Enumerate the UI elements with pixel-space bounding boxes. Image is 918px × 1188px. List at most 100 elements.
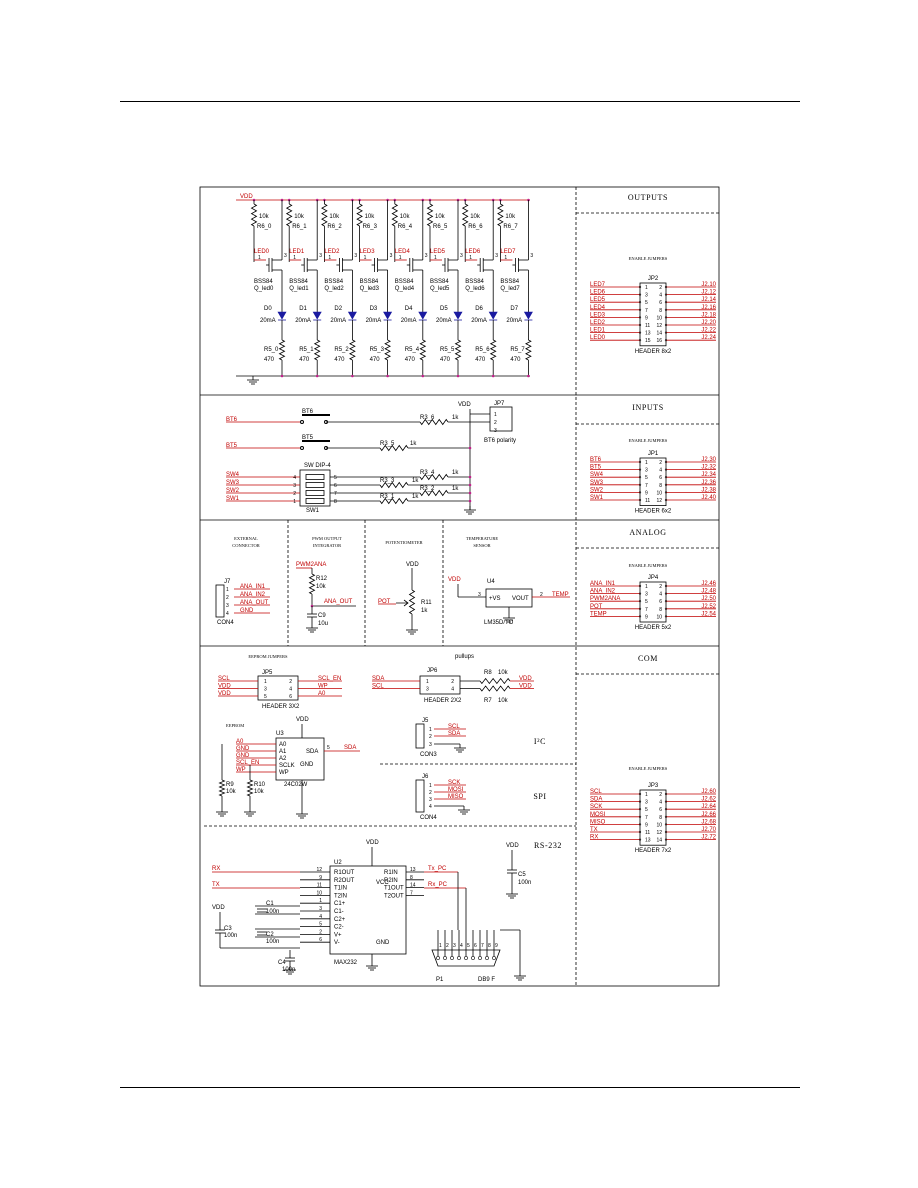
pin-number: 3 xyxy=(460,253,463,259)
led-ref: D1 xyxy=(299,306,307,312)
u2-pin: T1IN xyxy=(334,886,347,892)
pin-number: 1 xyxy=(226,587,229,593)
pin-number: 1 xyxy=(494,412,497,418)
series-resistor xyxy=(349,339,356,361)
jumper-right-net: J2.64 xyxy=(701,804,716,810)
jumper-pin-dot xyxy=(664,815,668,818)
pin-number: 5 xyxy=(327,745,330,751)
jumper-pin: 8 xyxy=(659,308,662,314)
pin-number: 5 xyxy=(334,475,337,481)
jumper-pin-dot xyxy=(664,830,668,834)
u2-pin: GND xyxy=(376,940,390,946)
pin-number: 1 xyxy=(426,679,429,685)
pullup-resistor xyxy=(461,203,469,227)
jumper-pin: 16 xyxy=(656,338,662,344)
ana-out-net: ANA_OUT xyxy=(324,599,353,605)
u3-pin: GND xyxy=(300,762,314,768)
resistor-r9 xyxy=(218,779,226,797)
pin-number: 1 xyxy=(399,255,402,261)
jumper-pin: 5 xyxy=(645,807,648,813)
j6-net: MOSI xyxy=(448,787,464,793)
resistor-ref: R6_1 xyxy=(292,224,307,230)
db9-name: DB9 F xyxy=(478,977,495,983)
pin-number: 7 xyxy=(481,943,484,949)
pin-number: 3 xyxy=(390,253,393,259)
jumper-left-net: SW4 xyxy=(590,472,604,478)
rx-net: RX xyxy=(212,866,220,872)
pin-number: 3 xyxy=(530,253,533,259)
capacitor-value: 100n xyxy=(518,880,531,886)
u3-net: GND xyxy=(236,746,250,752)
led-net-label: LED5 xyxy=(430,249,446,255)
pin-number: 3 xyxy=(293,483,296,489)
pin-number: 11 xyxy=(317,883,322,889)
u3-pin: SDA xyxy=(306,749,318,755)
led-net-label: LED7 xyxy=(500,249,516,255)
pin-number: 8 xyxy=(488,943,491,949)
jumper-right-net: J2.66 xyxy=(701,812,716,818)
jumper-pin: 13 xyxy=(645,331,651,337)
jumper-pin: 10 xyxy=(656,315,662,321)
resistor-value: 470 xyxy=(264,357,275,363)
led-current: 20mA xyxy=(436,318,452,324)
resistor-value: 1k xyxy=(421,608,428,614)
jumper-left-net: TEMP xyxy=(590,611,607,617)
jp7-ref: JP7 xyxy=(494,401,505,407)
jumper-pin-dot xyxy=(664,498,668,502)
j7-name: CON4 xyxy=(217,620,234,626)
pin-number: 5 xyxy=(319,922,322,928)
pwm-net: PWM2ANA xyxy=(296,562,326,568)
resistor-ref: R3_3 xyxy=(380,478,395,484)
pin-number: 1 xyxy=(364,255,367,261)
mosfet-part: BSS84 xyxy=(289,279,308,285)
pin-number: 3 xyxy=(495,253,498,259)
mosfet-part: BSS84 xyxy=(395,279,414,285)
jumper-pin-dot xyxy=(638,316,642,319)
mosfet-ref: Q_led7 xyxy=(500,286,520,292)
led-diode xyxy=(347,311,357,320)
u2-part: MAX232 xyxy=(334,960,358,966)
resistor-value: 10k xyxy=(259,214,270,220)
jumper-pin: 4 xyxy=(659,800,662,806)
jumper-pin-dot xyxy=(664,301,668,304)
jumper-pin: 2 xyxy=(659,792,662,798)
led-ref: D7 xyxy=(510,306,518,312)
pullup-resistor xyxy=(479,685,511,692)
j5-name: CON3 xyxy=(420,752,437,758)
resistor-value: 10k xyxy=(470,214,481,220)
resistor-value: 1k xyxy=(412,494,419,500)
jp7-name: BT6 polarity xyxy=(484,438,516,444)
jumper-left-net: PWM2ANA xyxy=(590,596,620,602)
jumper-pin: 3 xyxy=(645,293,648,299)
jumper-pin: 3 xyxy=(645,800,648,806)
jumper-left-net: BT5 xyxy=(590,465,602,471)
pullup-resistor xyxy=(426,203,434,227)
resistor-ref: R3_6 xyxy=(420,415,435,421)
j5-net: SCL xyxy=(448,724,460,730)
jumper-pin: 11 xyxy=(645,498,650,504)
jumper-pin: 8 xyxy=(659,483,662,489)
resistor-ref: R5_6 xyxy=(475,347,490,353)
j7-connector xyxy=(215,584,225,618)
resistor-value: 10k xyxy=(498,698,509,704)
jumper-pin-dot xyxy=(664,800,668,803)
pin-number: 4 xyxy=(451,687,454,693)
junction-dot xyxy=(468,499,472,503)
jumper-left-net: SW3 xyxy=(590,480,604,486)
header-rule xyxy=(120,101,800,102)
pwm-title: PWM OUTPUT xyxy=(312,536,342,541)
dip-switch-name: SW DIP-4 xyxy=(304,463,331,469)
jumper-pin: 12 xyxy=(656,498,662,504)
jumper-pin-dot xyxy=(638,285,642,289)
db9-connector xyxy=(431,949,501,967)
jumper-pin: 6 xyxy=(659,599,662,605)
section-title-inputs: INPUTS xyxy=(632,403,664,412)
jumper-pin: 5 xyxy=(645,475,648,481)
pin-number: 1 xyxy=(504,255,507,261)
section-title-rs232: RS-232 xyxy=(534,841,562,850)
led-net-label: LED2 xyxy=(324,249,340,255)
jumper-pin: 8 xyxy=(659,815,662,821)
capacitor-value: 10u xyxy=(318,621,328,627)
jumper-pin-dot xyxy=(664,316,668,319)
vdd-label: VDD xyxy=(458,402,471,408)
